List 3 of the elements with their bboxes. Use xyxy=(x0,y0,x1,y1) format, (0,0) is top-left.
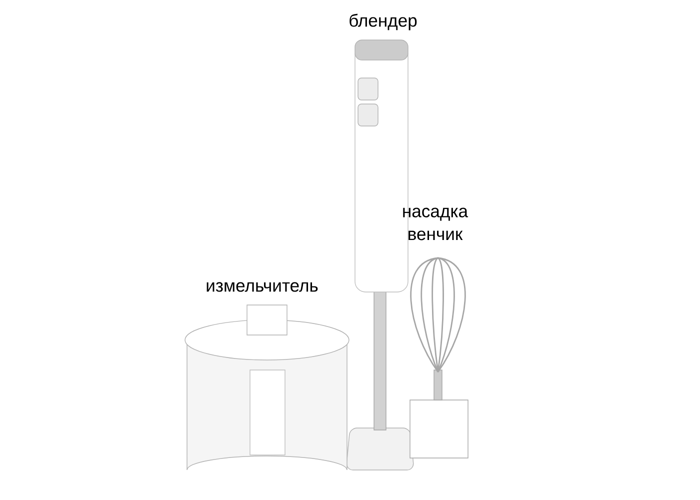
product-label: измельчитель xyxy=(206,282,318,292)
product-label: блендер xyxy=(350,14,417,30)
product-label: насадка венчик xyxy=(403,208,468,240)
